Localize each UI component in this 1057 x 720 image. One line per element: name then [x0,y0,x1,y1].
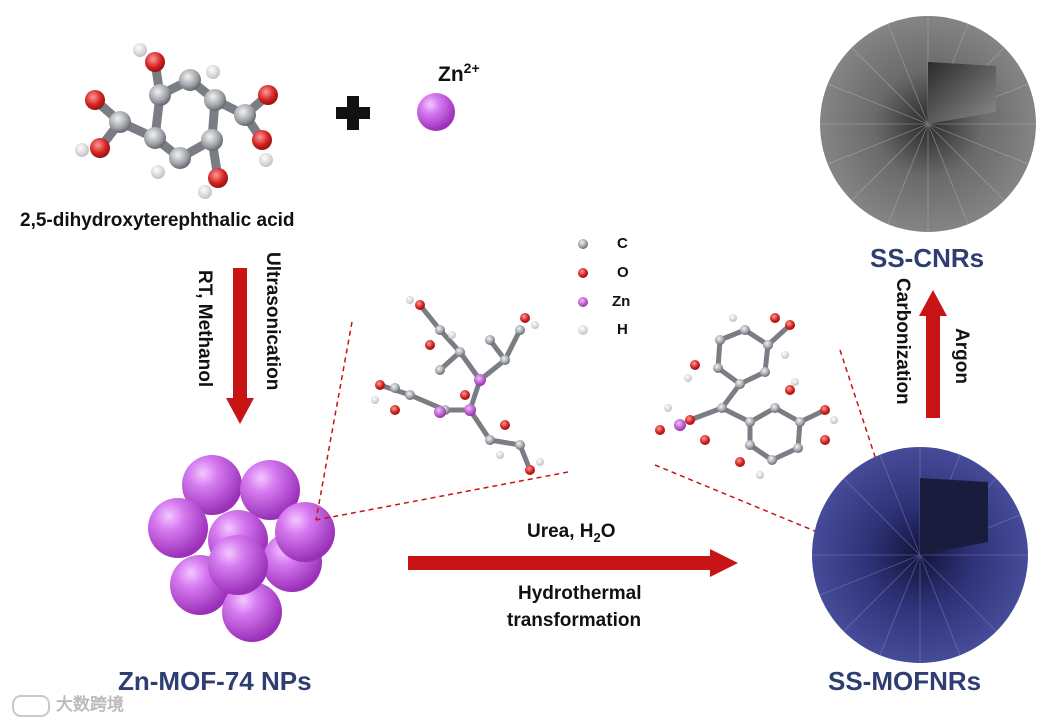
step1-ultrasonication-label: Ultrasonication [262,252,283,391]
legend-dot-h [578,325,588,335]
step3-argon-label: Argon [951,328,972,384]
arrow-down-step1 [226,268,254,424]
legend-atoms [578,239,588,335]
step2-transformation-label: transformation [507,610,642,631]
mof-structure-molecule [371,296,544,475]
watermark: 大数跨境 [12,690,124,717]
legend-label-o: O [617,264,629,281]
step2-hydrothermal-label: Hydrothermal [518,583,642,604]
product-ss-cnrs-label: SS-CNRs [870,243,985,273]
arrow-up-step3 [919,290,947,418]
mof-nanoparticle-cluster [148,455,335,642]
legend-dot-zn [578,297,588,307]
legend-label-h: H [617,321,628,338]
zinc-ion-label: Zn2+ [438,60,480,86]
mofnr-structure-molecule [655,313,838,479]
arrow-right-step2 [408,549,738,577]
legend-label-c: C [617,235,628,252]
legend-dot-o [578,268,588,278]
reactant-label: 2,5-dihydroxyterephthalic acid [20,210,295,231]
ligand-molecule [75,43,278,199]
mofnr-sphere [812,447,1028,663]
product-ss-mofnrs-label: SS-MOFNRs [828,666,982,696]
legend-label-zn: Zn [612,293,631,310]
watermark-logo-icon [12,694,50,717]
zinc-ion-sphere [417,93,455,131]
product-zn-mof-74-label: Zn-MOF-74 NPs [118,666,312,696]
step3-carbonization-label: Carbonization [892,278,913,405]
plus-icon [336,96,370,130]
step2-reagent-label: Urea, H2O [527,521,616,545]
cnr-sphere [820,16,1036,232]
legend-dot-c [578,239,588,249]
step1-conditions-label: RT, Methanol [194,270,215,388]
